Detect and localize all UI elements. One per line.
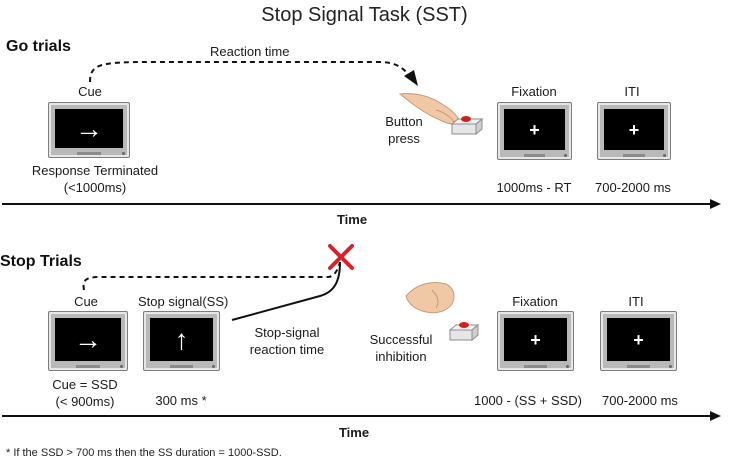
- stop-time-label: Time: [338, 425, 370, 440]
- stop-signal-monitor: ↑: [143, 311, 220, 371]
- stop-signal-screen: ↑: [150, 318, 213, 361]
- ssrt-label-line2: reaction time: [249, 342, 325, 357]
- stop-signal-timing: 300 ms *: [155, 393, 207, 408]
- ssrt-curve: [231, 261, 341, 321]
- go-cue-monitor: →: [48, 102, 130, 158]
- right-arrow-icon: →: [75, 112, 103, 144]
- go-cue-label: Cue: [78, 84, 102, 99]
- stop-timeline-arrowhead: [710, 411, 721, 421]
- stop-cue-label: Cue: [74, 294, 98, 309]
- go-timeline-arrowhead: [710, 199, 721, 209]
- up-arrow-icon: ↑: [174, 323, 189, 355]
- go-time-label: Time: [336, 212, 368, 227]
- reaction-time-dashed-arrow: [89, 61, 413, 83]
- monitor-stand: [170, 365, 193, 368]
- go-fixation-monitor: +: [497, 102, 572, 160]
- inhibition-label-line1: Successful: [369, 332, 433, 347]
- stop-iti-label: ITI: [628, 294, 644, 309]
- go-cue-caption-line1: Response Terminated: [31, 163, 159, 178]
- x-mark-icon: [328, 244, 354, 270]
- stop-iti-monitor: +: [600, 311, 677, 371]
- fixation-cross-icon: +: [633, 329, 644, 350]
- monitor-power-dot: [564, 154, 567, 157]
- footnote: * If the SSD > 700 ms then the SS durati…: [6, 447, 282, 459]
- stop-cue-monitor: →: [48, 311, 128, 371]
- right-arrow-icon: →: [74, 323, 102, 355]
- go-iti-screen: +: [604, 109, 664, 150]
- reaction-time-arrowhead: [404, 70, 418, 86]
- button-press-label-line1: Button: [385, 114, 423, 129]
- fixation-cross-icon: +: [529, 119, 540, 140]
- monitor-power-dot: [120, 365, 123, 368]
- ssrt-label-line1: Stop-signal: [254, 325, 320, 340]
- monitor-power-dot: [669, 365, 672, 368]
- stop-fixation-timing: 1000 - (SS + SSD): [473, 393, 583, 408]
- stop-trials-heading: Stop Trials: [0, 253, 82, 270]
- monitor-stand: [524, 365, 547, 368]
- inhibition-label-line2: inhibition: [375, 349, 427, 364]
- diagram-title: Stop Signal Task (SST): [261, 4, 468, 26]
- go-fixation-screen: +: [504, 109, 565, 150]
- monitor-power-dot: [212, 365, 215, 368]
- go-fixation-label: Fixation: [511, 84, 557, 99]
- stop-iti-screen: +: [607, 318, 670, 361]
- monitor-power-dot: [566, 365, 569, 368]
- go-fixation-timing: 1000ms - RT: [496, 180, 572, 195]
- button-press-label-line2: press: [388, 131, 420, 146]
- go-cue-caption-line2: (<1000ms): [63, 180, 127, 195]
- red-button-icon: [450, 116, 484, 136]
- reaction-time-label: Reaction time: [210, 44, 290, 59]
- stop-signal-label: Stop signal(SS): [138, 294, 229, 309]
- stop-cue-caption-line1: Cue = SSD: [52, 377, 118, 392]
- go-iti-label: ITI: [624, 84, 640, 99]
- hand-icon: [405, 282, 455, 314]
- stop-fixation-label: Fixation: [512, 294, 558, 309]
- red-button-icon: [448, 322, 480, 342]
- monitor-stand: [77, 152, 101, 155]
- fixation-cross-icon: +: [530, 329, 541, 350]
- stop-fixation-screen: +: [504, 318, 567, 361]
- monitor-stand: [627, 365, 650, 368]
- hand-icon: [398, 93, 461, 125]
- fixation-cross-icon: +: [628, 119, 640, 140]
- go-iti-monitor: +: [597, 102, 671, 160]
- go-trials-heading: Go trials: [6, 38, 71, 55]
- monitor-stand: [76, 365, 100, 368]
- stop-dashed-line: [82, 261, 341, 291]
- stop-iti-timing: 700-2000 ms: [602, 393, 678, 408]
- go-iti-timing: 700-2000 ms: [595, 180, 671, 195]
- stop-fixation-monitor: +: [497, 311, 574, 371]
- monitor-power-dot: [663, 154, 666, 157]
- stop-cue-screen: →: [55, 318, 121, 361]
- monitor-power-dot: [122, 152, 125, 155]
- monitor-stand: [523, 154, 546, 157]
- stop-cue-caption-line2: (< 900ms): [55, 394, 115, 409]
- monitor-stand: [623, 154, 645, 157]
- go-cue-screen: →: [55, 109, 123, 148]
